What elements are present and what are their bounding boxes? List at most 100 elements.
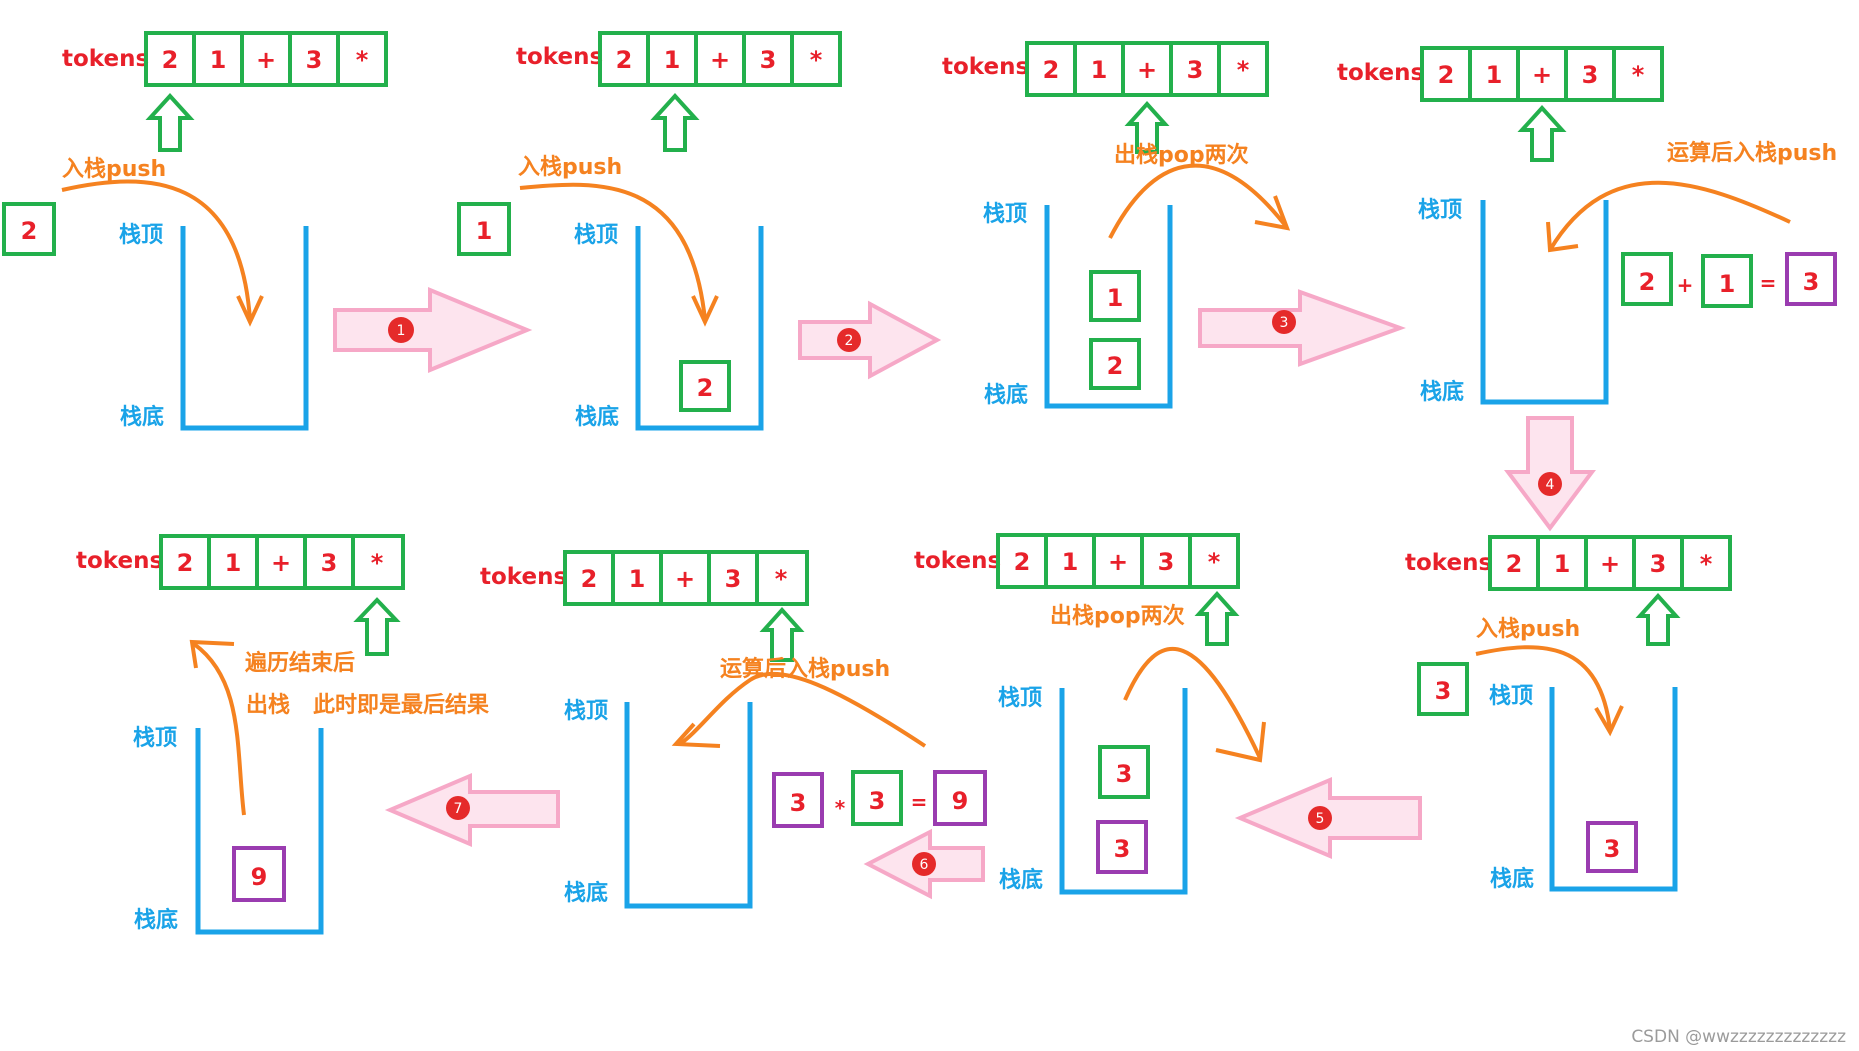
stack-bottom-label: 栈底	[984, 382, 1028, 408]
token-cell: 2	[1043, 56, 1060, 84]
token-cell: 3	[725, 565, 742, 593]
pop-twice-label: 出栈pop两次	[1114, 142, 1249, 168]
stack-item: 3	[1604, 835, 1621, 863]
token-cell: 1	[1486, 61, 1503, 89]
up-arrow-icon	[759, 607, 805, 662]
token-cell: 3	[306, 46, 323, 74]
token-row	[598, 31, 842, 87]
stack-container	[1480, 200, 1609, 405]
token-cell: +	[271, 549, 291, 577]
up-arrow-icon	[145, 93, 195, 152]
step-number: 3	[1280, 315, 1289, 331]
tokens-label: tokens	[516, 44, 603, 70]
pop-curve-arrow	[192, 642, 246, 816]
stack-item-box	[232, 846, 286, 902]
tokens-label: tokens	[1337, 60, 1424, 86]
stack-bottom-label: 栈底	[1490, 866, 1534, 892]
token-cell: 2	[1506, 550, 1523, 578]
up-arrow-icon	[650, 93, 700, 152]
token-cell: 1	[1062, 548, 1079, 576]
stack-item: 2	[697, 374, 714, 402]
up-arrow-icon	[1517, 105, 1567, 162]
panel-6: tokens 2 1 + 3 * 运算后入栈push 栈顶 栈底 3 * 3 =	[480, 550, 987, 909]
up-arrow-icon	[1194, 591, 1240, 646]
stack-item-box	[679, 360, 731, 412]
token-cell: 2	[1438, 61, 1455, 89]
stack-container	[1549, 687, 1678, 892]
token-row	[159, 534, 405, 590]
token-cell: 2	[162, 46, 179, 74]
token-cell: *	[371, 549, 384, 577]
up-arrow-icon	[353, 597, 401, 656]
result: 9	[952, 787, 969, 815]
token-cell: 1	[210, 46, 227, 74]
push-curve-arrow	[519, 182, 707, 321]
final-result-label: 此时即是最后结果	[313, 692, 489, 718]
stack-top-label: 栈顶	[574, 223, 618, 248]
panel-7: tokens 2 1 + 3 * 出栈pop两次 栈顶 栈底 3 3	[914, 533, 1266, 895]
token-cell: 1	[1091, 56, 1108, 84]
step-arrow-5: 5	[1234, 776, 1422, 860]
stack-bottom-label: 栈底	[120, 404, 164, 430]
mul-equation: 3 * 3 = 9	[772, 770, 987, 828]
operand-a: 3	[790, 789, 807, 817]
step-number: 4	[1546, 477, 1555, 493]
step-arrow-7: 7	[384, 772, 560, 848]
stack-item-box	[1586, 821, 1638, 873]
incoming-token-box	[457, 202, 511, 256]
token-cell: 2	[581, 565, 598, 593]
token-cell: 1	[629, 565, 646, 593]
stack-bottom-label: 栈底	[134, 907, 178, 933]
token-cell: 3	[1158, 548, 1175, 576]
push-label: 入栈push	[1476, 617, 1580, 642]
step-arrow-6: 6	[863, 828, 985, 900]
token-cell: +	[710, 46, 730, 74]
token-cell: *	[810, 46, 823, 74]
token-cell: *	[1632, 61, 1645, 89]
token-cell: *	[775, 565, 788, 593]
push-label: 入栈push	[62, 157, 166, 182]
panel-5: tokens 2 1 + 3 * 遍历结束后 出栈 此时即是最后结果 栈顶 栈底…	[76, 534, 489, 935]
stack-top-label: 栈顶	[983, 202, 1027, 227]
token-cell: 3	[1187, 56, 1204, 84]
pop-curve-arrow	[1123, 646, 1262, 759]
stack-item: 2	[1107, 352, 1124, 380]
stack-top-label: 栈顶	[133, 726, 177, 751]
stack-container	[195, 728, 324, 935]
token-row	[1025, 41, 1269, 97]
incoming-token: 1	[476, 217, 493, 245]
token-cell: *	[1208, 548, 1221, 576]
panel-1: tokens 2 1 + 3 * 入栈push 2 栈顶 栈底	[2, 31, 388, 431]
push-curve-arrow	[678, 671, 927, 748]
stack-top-label: 栈顶	[119, 223, 163, 248]
tokens-label: tokens	[76, 548, 163, 574]
stack-top-label: 栈顶	[998, 686, 1042, 711]
panel-4: tokens 2 1 + 3 * 运算后入栈push 栈顶 栈底 2 + 1 =	[1337, 46, 1837, 405]
token-cell: 2	[177, 549, 194, 577]
step-arrow-3: 3	[1198, 289, 1406, 367]
stack-bottom-label: 栈底	[564, 880, 608, 906]
stack-bottom-label: 栈底	[575, 404, 619, 430]
compute-push-label: 运算后入栈push	[1667, 140, 1837, 166]
equals-sign: =	[1760, 271, 1777, 295]
result: 3	[1803, 268, 1820, 296]
stack-item-box	[1096, 820, 1148, 874]
token-cell: +	[1108, 548, 1128, 576]
token-cell: 3	[760, 46, 777, 74]
operand-b: 1	[1719, 270, 1736, 298]
step-number: 5	[1316, 811, 1325, 827]
operand-a: 2	[1639, 268, 1656, 296]
stack-item-box	[1089, 338, 1141, 390]
token-cell: *	[1237, 56, 1250, 84]
compute-push-label: 运算后入栈push	[720, 656, 890, 682]
push-curve-arrow	[1548, 180, 1791, 252]
stack-top-label: 栈顶	[564, 699, 608, 724]
up-arrow-icon	[1635, 593, 1681, 646]
token-cell: 2	[1014, 548, 1031, 576]
incoming-token-box	[1417, 662, 1469, 716]
token-cell: 3	[1582, 61, 1599, 89]
stack-item: 1	[1107, 284, 1124, 312]
push-curve-arrow	[1475, 645, 1612, 731]
watermark: CSDN @wwzzzzzzzzzzzzz	[1631, 1027, 1846, 1047]
